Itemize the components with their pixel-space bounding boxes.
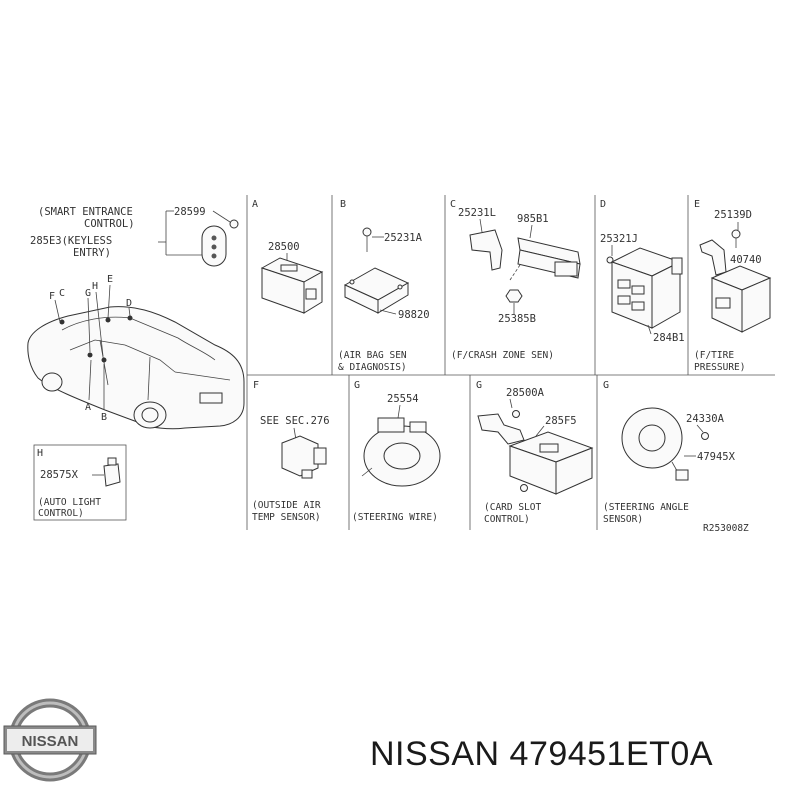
smart-entrance-label-1: (SMART ENTRANCE xyxy=(38,206,133,218)
panel-b-part1: 25231A xyxy=(384,232,423,244)
panel-g3-letter: G xyxy=(603,380,609,391)
module-icon xyxy=(260,257,324,314)
car-letter-e: E xyxy=(107,274,113,285)
key-fob-icon xyxy=(201,225,227,267)
panel-b: B 25231A 98820 (AIR BAG SEN & DIAGNOSIS) xyxy=(338,199,430,373)
panel-g3-caption-2: SENSOR) xyxy=(603,514,643,525)
panel-e-caption-2: PRESSURE) xyxy=(694,362,745,373)
panel-b-caption-2: & DIAGNOSIS) xyxy=(338,362,407,373)
panel-g2-letter: G xyxy=(476,380,482,391)
tire-pressure-unit-icon xyxy=(710,265,772,333)
panel-d-part1: 25321J xyxy=(600,233,638,245)
car-letter-b: B xyxy=(101,412,107,423)
panel-c-letter: C xyxy=(450,199,456,210)
light-sensor-icon xyxy=(103,457,121,487)
screw-icon xyxy=(229,219,239,229)
bolt-icon xyxy=(362,227,372,252)
panel-c-part1: 25231L xyxy=(458,207,496,219)
panel-h-letter: H xyxy=(37,448,43,459)
overview-section: (SMART ENTRANCE CONTROL) 285E3(KEYLESS E… xyxy=(27,206,245,430)
panel-h: H 28575X (AUTO LIGHT CONTROL) xyxy=(33,444,127,521)
keyless-label-1: 285E3(KEYLESS xyxy=(30,235,112,247)
keyless-label-2: ENTRY) xyxy=(73,247,111,259)
panel-g2-caption-2: CONTROL) xyxy=(484,514,530,525)
panel-b-part2: 98820 xyxy=(398,309,430,321)
panel-f-letter: F xyxy=(253,380,259,391)
panel-b-caption-1: (AIR BAG SEN xyxy=(338,350,407,361)
bracket-icon xyxy=(469,229,503,271)
car-letter-f: F xyxy=(49,291,55,302)
panel-g2-part1: 28500A xyxy=(506,387,545,399)
panel-h-part: 28575X xyxy=(40,469,79,481)
panel-e-part2: 40740 xyxy=(730,254,762,266)
panel-e-letter: E xyxy=(694,199,700,210)
smart-entrance-label-2: CONTROL) xyxy=(84,218,135,230)
panel-h-caption-1: (AUTO LIGHT xyxy=(38,497,101,508)
panel-a-part: 28500 xyxy=(268,241,300,253)
panel-g3-part2: 47945X xyxy=(697,451,736,463)
panel-f-part: SEE SEC.276 xyxy=(260,415,330,427)
panel-g2-caption-1: (CARD SLOT xyxy=(484,502,541,513)
panel-f: F SEE SEC.276 (OUTSIDE AIR TEMP SENSOR) xyxy=(252,380,330,523)
panel-d-letter: D xyxy=(600,199,606,210)
panel-c: C 25231L 985B1 25385B (F/CRASH ZONE SEN) xyxy=(450,199,581,361)
panel-g1: G 25554 (STEERING WIRE) xyxy=(352,380,441,523)
part-number-title: NISSAN 479451ET0A xyxy=(370,735,714,773)
panel-g1-letter: G xyxy=(354,380,360,391)
panel-b-letter: B xyxy=(340,199,346,210)
panel-c-part3: 25385B xyxy=(498,313,536,325)
panel-a-letter: A xyxy=(252,199,258,210)
panel-d: D 25321J 284B1 xyxy=(600,199,685,344)
car-illustration xyxy=(27,306,245,430)
panel-e: E 25139D 40740 (F/TIRE PRESSURE) xyxy=(694,199,772,373)
panel-c-part2: 985B1 xyxy=(517,213,549,225)
panel-g3-part1: 24330A xyxy=(686,413,725,425)
reference-code: R253008Z xyxy=(703,523,749,534)
airbag-sensor-icon xyxy=(343,267,410,314)
panel-e-caption-1: (F/TIRE xyxy=(694,350,734,361)
part-label-28599: 28599 xyxy=(174,206,206,218)
screw-icon xyxy=(701,432,709,440)
temp-sensor-icon xyxy=(281,435,327,479)
card-slot-unit-icon xyxy=(508,431,594,495)
screw-icon xyxy=(512,410,520,418)
panel-g3: G 24330A 47945X (STEERING ANGLE SENSOR) … xyxy=(603,380,749,534)
car-letter-h: H xyxy=(92,281,98,292)
tire-pressure-bracket-icon xyxy=(699,239,727,276)
card-slot-bracket-icon xyxy=(477,413,525,445)
nissan-logo: NISSAN xyxy=(3,698,97,782)
screw-icon xyxy=(520,484,528,492)
panel-e-part1: 25139D xyxy=(714,209,752,221)
car-letter-c: C xyxy=(59,288,65,299)
panel-g1-caption: (STEERING WIRE) xyxy=(352,512,438,523)
panel-g1-part: 25554 xyxy=(387,393,419,405)
panel-a: A 28500 xyxy=(252,199,324,314)
panel-f-caption-1: (OUTSIDE AIR xyxy=(252,500,321,511)
nut-icon xyxy=(505,289,523,303)
panel-d-part2: 284B1 xyxy=(653,332,685,344)
svg-text:NISSAN: NISSAN xyxy=(22,733,79,750)
panel-h-caption-2: CONTROL) xyxy=(38,508,84,519)
panel-g2-part2: 285F5 xyxy=(545,415,577,427)
panel-g3-caption-1: (STEERING ANGLE xyxy=(603,502,689,513)
panel-f-caption-2: TEMP SENSOR) xyxy=(252,512,321,523)
control-unit-icon xyxy=(610,247,683,329)
bolt-icon xyxy=(731,229,741,248)
panel-g2: G 28500A 285F5 (CARD SLOT CONTROL) xyxy=(476,380,594,525)
steering-wire-icon xyxy=(361,417,441,487)
panel-grid xyxy=(246,195,775,530)
crash-sensor-icon xyxy=(517,237,581,279)
car-letter-d: D xyxy=(126,298,132,309)
car-letter-g: G xyxy=(85,288,91,299)
panel-c-caption: (F/CRASH ZONE SEN) xyxy=(451,350,554,361)
steering-angle-sensor-icon xyxy=(621,407,689,481)
car-letter-a: A xyxy=(85,402,91,413)
